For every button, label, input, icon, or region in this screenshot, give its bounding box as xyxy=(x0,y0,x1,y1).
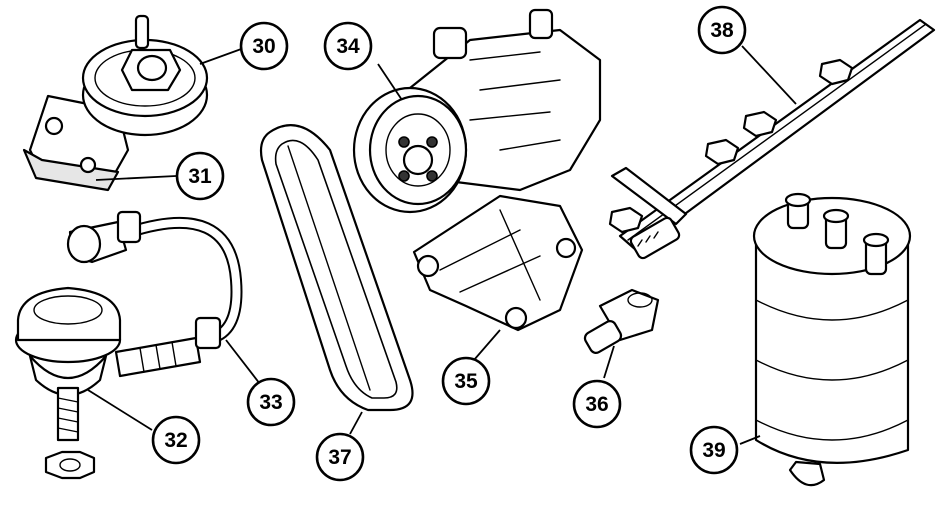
part-34-steering-pump xyxy=(352,8,602,214)
callout-39: 39 xyxy=(689,425,739,475)
callout-35-label: 35 xyxy=(454,370,478,393)
callout-35: 35 xyxy=(441,356,491,406)
part-36-check-valve xyxy=(583,288,660,354)
callout-30-label: 30 xyxy=(252,35,275,58)
callout-38: 38 xyxy=(697,5,747,55)
part-30-vacuum-valve xyxy=(22,14,209,192)
part-35-mounting-bracket xyxy=(412,194,584,332)
callout-34: 34 xyxy=(323,21,373,71)
callout-37: 37 xyxy=(315,432,365,482)
callout-33-label: 33 xyxy=(259,391,282,414)
callout-34-label: 34 xyxy=(336,35,360,58)
callout-36: 36 xyxy=(572,379,622,429)
part-37-drive-belt xyxy=(259,124,414,412)
part-39-reservoir xyxy=(752,192,912,487)
callout-32-label: 32 xyxy=(164,429,187,452)
callout-33: 33 xyxy=(246,377,296,427)
part-32-actuator xyxy=(14,286,202,480)
callout-39-label: 39 xyxy=(702,439,725,462)
callout-37-label: 37 xyxy=(328,446,351,469)
callout-30: 30 xyxy=(239,21,289,71)
callout-38-label: 38 xyxy=(710,19,734,42)
part-38-pressure-line xyxy=(608,18,936,260)
leader-lines xyxy=(87,45,797,445)
callout-36-label: 36 xyxy=(585,393,608,416)
callout-31: 31 xyxy=(175,151,225,201)
callout-32: 32 xyxy=(151,415,201,465)
callout-31-label: 31 xyxy=(188,165,212,188)
part-33-vacuum-hose xyxy=(66,210,243,350)
